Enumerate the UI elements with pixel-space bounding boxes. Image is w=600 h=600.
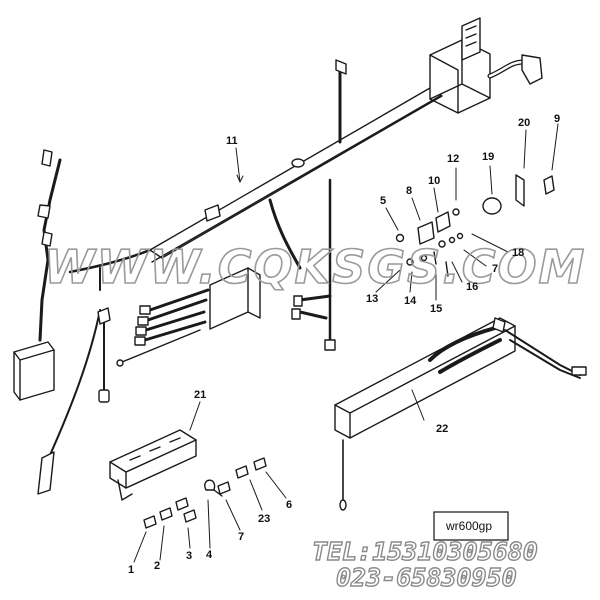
callout-9: 9 bbox=[554, 113, 560, 125]
callout-11: 11 bbox=[226, 135, 238, 147]
callout-5: 5 bbox=[380, 195, 386, 207]
callout-15: 15 bbox=[430, 303, 442, 315]
clip-strip-21 bbox=[109, 429, 197, 501]
callout-3: 3 bbox=[186, 550, 192, 562]
contact-tel-text: TEL:15310305680 bbox=[312, 537, 538, 566]
callout-2: 2 bbox=[154, 560, 160, 572]
callout-8: 8 bbox=[406, 185, 412, 197]
callout-12: 12 bbox=[447, 153, 459, 165]
callout-19: 19 bbox=[482, 151, 494, 163]
drawing-ref-label: wr600gp bbox=[445, 519, 492, 533]
callout-16: 16 bbox=[466, 281, 478, 293]
callout-22: 22 bbox=[436, 423, 448, 435]
callout-18: 18 bbox=[512, 247, 524, 259]
callout-labels: 11 5 8 10 12 13 14 15 16 7 18 19 20 9 21… bbox=[128, 113, 560, 576]
main-harness-assembly bbox=[13, 17, 543, 495]
leader-lines bbox=[133, 123, 559, 563]
callout-21: 21 bbox=[194, 389, 206, 401]
callout-23: 23 bbox=[258, 513, 270, 525]
callout-6: 6 bbox=[286, 499, 292, 511]
harness-assembly-22 bbox=[334, 317, 587, 511]
p-clips-group bbox=[143, 457, 267, 529]
callout-1: 1 bbox=[128, 564, 134, 576]
callout-14: 14 bbox=[404, 295, 417, 307]
watermark-text: WWW.CQKSGS.COM bbox=[44, 240, 586, 294]
callout-10: 10 bbox=[428, 175, 440, 187]
callout-7-upper: 7 bbox=[492, 263, 498, 275]
fastener-hardware-group bbox=[395, 174, 555, 277]
callout-20: 20 bbox=[518, 117, 530, 129]
contact-phone-text: 023-65830950 bbox=[336, 563, 517, 592]
callout-4: 4 bbox=[206, 549, 213, 561]
callout-13: 13 bbox=[366, 293, 378, 305]
callout-7-lower: 7 bbox=[238, 531, 244, 543]
drawing-ref-box bbox=[433, 511, 509, 541]
